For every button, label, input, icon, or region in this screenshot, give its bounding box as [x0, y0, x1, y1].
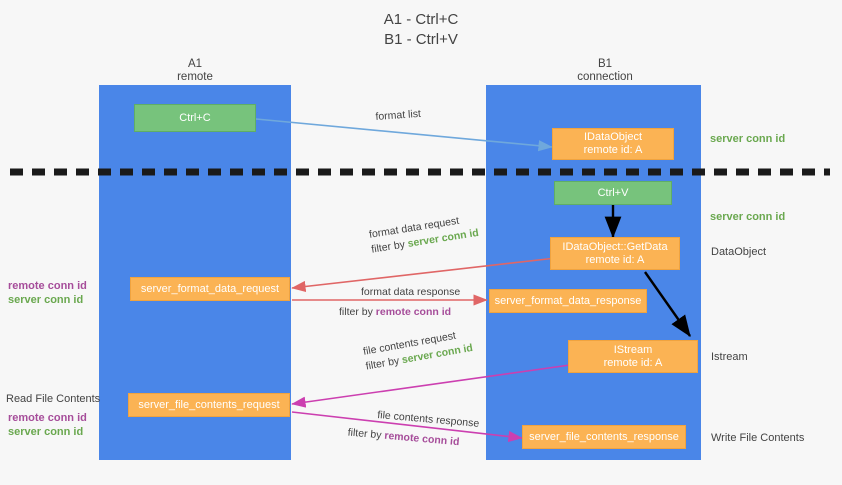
box-clipboard-dataobject-line2: remote id: A [583, 144, 643, 156]
edge-label-format-data-response-filter: filter by remote conn id [339, 305, 460, 320]
box-ctrl-c[interactable]: Ctrl+C [134, 104, 256, 132]
annotation-right-write-file-contents: Write File Contents [711, 431, 804, 445]
edge-label-file-contents-request: file contents request filter by server c… [362, 326, 474, 374]
box-server-file-contents-response[interactable]: server_file_contents_response [522, 425, 686, 449]
lane-a1-subtitle: remote [177, 71, 213, 83]
box-ctrl-v-label: Ctrl+V [597, 186, 629, 199]
edge-label-format-list-text: format list [375, 107, 422, 123]
box-server-file-contents-response-label: server_file_contents_response [529, 430, 679, 443]
box-server-format-data-response-label: server_format_data_response [494, 294, 642, 307]
box-ctrl-c-label: Ctrl+C [179, 111, 211, 124]
annotation-left-format-server: server conn id [8, 294, 84, 306]
filter-value-remote-conn-id: remote conn id [375, 306, 452, 318]
box-istream-line1: IStream [613, 343, 653, 356]
box-getdata-line1: IDataObject::GetData [562, 240, 668, 253]
box-clipboard-dataobject[interactable]: IDataObject remote id: A [552, 128, 674, 160]
box-server-file-contents-request[interactable]: server_file_contents_request [128, 393, 290, 417]
title-line-2: B1 - Ctrl+V [384, 31, 458, 48]
annotation-right-write-file-contents-text: Write File Contents [711, 432, 805, 444]
annotation-right-server-conn-mid: server conn id [710, 210, 785, 224]
edge-label-file-contents-response-line1: file contents response [376, 408, 480, 430]
edge-label-file-contents-response: file contents response filter by remote … [347, 408, 480, 452]
annotation-right-server-conn-top-text: server conn id [710, 133, 786, 145]
filter-prefix: filter by [370, 238, 409, 256]
edge-label-format-data-response-line1: format data response [361, 286, 461, 298]
box-getdata-line2: remote id: A [585, 253, 645, 266]
box-ctrl-v[interactable]: Ctrl+V [554, 181, 672, 205]
edge-label-format-data-response: format data response filter by remote co… [339, 285, 461, 320]
box-istream-line2: remote id: A [603, 356, 663, 369]
annotation-right-istream-text: Istream [711, 351, 748, 363]
box-clipboard-dataobject-line1: IDataObject [583, 131, 643, 143]
lane-b1-subtitle: connection [577, 71, 633, 83]
annotation-left-file-server: server conn id [8, 426, 84, 438]
edge-label-format-list: format list [375, 107, 421, 125]
diagram-title: A1 - Ctrl+C B1 - Ctrl+V [0, 10, 842, 50]
filter-prefix: filter by [347, 426, 385, 442]
filter-prefix: filter by [364, 354, 404, 373]
annotation-right-server-conn-mid-text: server conn id [710, 211, 786, 223]
filter-value-remote-conn-id: remote conn id [383, 429, 460, 449]
annotation-right-dataobject-text: DataObject [711, 246, 767, 258]
annotation-left-read-file-contents-text: Read File Contents [6, 393, 101, 405]
filter-prefix: filter by [339, 306, 376, 318]
edge-label-format-data-request: format data request filter by server con… [368, 211, 480, 258]
box-getdata[interactable]: IDataObject::GetData remote id: A [550, 237, 680, 270]
annotation-left-file-conn-ids: remote conn id server conn id [8, 411, 87, 439]
lane-b1-name: B1 [597, 58, 613, 70]
title-line-1: A1 - Ctrl+C [383, 11, 459, 28]
annotation-left-format-remote: remote conn id [8, 280, 87, 292]
annotation-left-file-remote: remote conn id [8, 412, 87, 424]
lane-header-a1: A1 remote [130, 58, 260, 84]
edge-label-file-contents-response-filter: filter by remote conn id [347, 425, 478, 451]
lane-a1-name: A1 [187, 58, 203, 70]
box-server-format-data-request[interactable]: server_format_data_request [130, 277, 290, 301]
annotation-left-read-file-contents: Read File Contents [6, 392, 100, 406]
lane-header-b1: B1 connection [540, 58, 670, 84]
annotation-right-server-conn-top: server conn id [710, 132, 785, 146]
annotation-left-format-conn-ids: remote conn id server conn id [8, 279, 87, 307]
box-istream[interactable]: IStream remote id: A [568, 340, 698, 373]
box-server-format-data-response[interactable]: server_format_data_response [489, 289, 647, 313]
box-server-file-contents-request-label: server_file_contents_request [138, 398, 280, 411]
annotation-right-dataobject: DataObject [711, 245, 766, 259]
annotation-right-istream: Istream [711, 350, 748, 364]
box-server-format-data-request-label: server_format_data_request [140, 282, 280, 295]
